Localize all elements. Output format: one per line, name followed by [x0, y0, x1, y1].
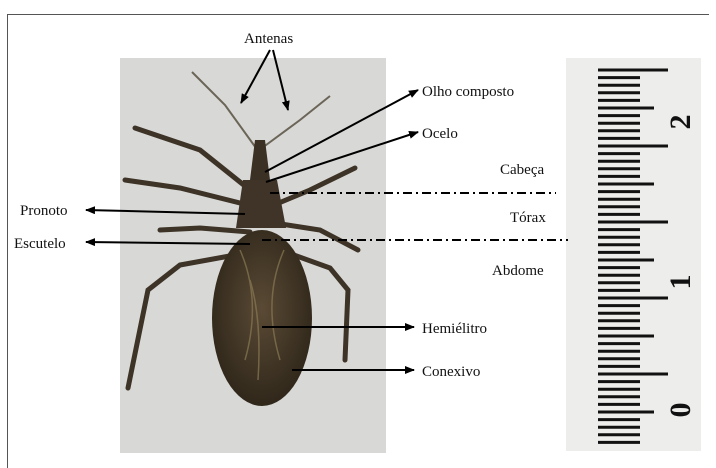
- label-olho-composto: Olho composto: [422, 84, 514, 100]
- label-escutelo: Escutelo: [14, 236, 66, 252]
- label-pronoto: Pronoto: [20, 203, 68, 219]
- label-abdome: Abdome: [492, 263, 544, 279]
- label-cabeca: Cabeça: [500, 162, 544, 178]
- ruler-number-0: 0: [664, 403, 697, 418]
- label-ocelo: Ocelo: [422, 126, 458, 142]
- label-conexivo: Conexivo: [422, 364, 480, 380]
- label-torax: Tórax: [510, 210, 546, 226]
- ruler-number-1: 1: [664, 275, 697, 290]
- ruler-number-2: 2: [664, 115, 697, 130]
- insect-abdomen: [212, 230, 312, 406]
- label-antenas: Antenas: [244, 31, 293, 47]
- label-hemielitro: Hemiélitro: [422, 321, 487, 337]
